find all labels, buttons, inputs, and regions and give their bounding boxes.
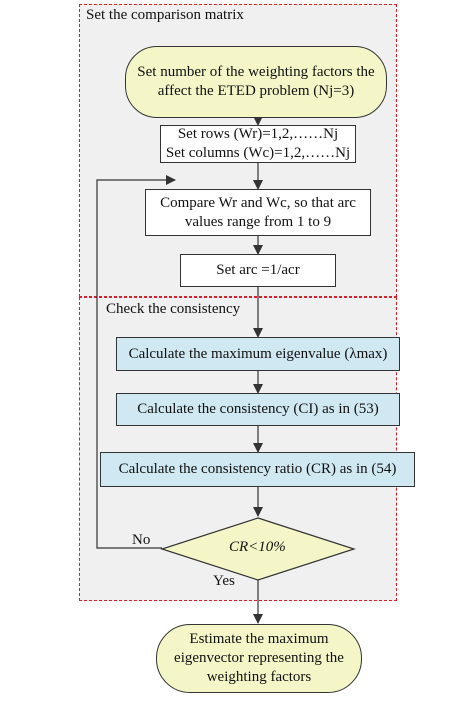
consistency-ratio-box: Calculate the consistency ratio (CR) as …: [100, 452, 415, 487]
start-line-1: Set number of the weighting factors the: [137, 64, 375, 80]
compare-line-2: values range from 1 to 9: [184, 213, 332, 230]
start-line-2: affect the ETED problem (Nj=3): [157, 83, 355, 99]
end-terminal: Estimate the maximum eigenvector represe…: [156, 624, 362, 693]
end-line-1: Estimate the maximum: [189, 631, 329, 647]
end-line-3: weighting factors: [206, 669, 312, 685]
compare-line-1: Compare Wr and Wc, so that arc: [160, 194, 356, 211]
comparison-matrix-section-title: Set the comparison matrix: [86, 7, 244, 23]
consistency-ratio-label: Calculate the consistency ratio (CR) as …: [118, 461, 397, 477]
loop-back-no-path: [96, 175, 176, 549]
consistency-section-title: Check the consistency: [106, 301, 241, 317]
start-terminal: Set number of the weighting factors the …: [125, 46, 387, 118]
set-columns-line: Set columns (Wc)=1,2,……Nj: [165, 145, 351, 161]
max-eigenvalue-box: Calculate the maximum eigenvalue (λmax): [116, 337, 400, 371]
decision-label: CR<10%: [229, 539, 286, 555]
no-edge-label: No: [132, 532, 151, 548]
set-arc-box: Set arc =1/acr: [180, 254, 336, 287]
yes-edge-label: Yes: [213, 573, 235, 589]
set-rows-columns-box: Set rows (Wr)=1,2,……Nj Set columns (Wc)=…: [160, 125, 356, 163]
decision-diamond-shape: [160, 517, 356, 581]
end-line-2: eigenvector representing the: [174, 650, 344, 666]
consistency-index-box: Calculate the consistency (CI) as in (53…: [116, 393, 400, 426]
compare-box: Compare Wr and Wc, so that arc values ra…: [145, 189, 371, 236]
max-eigenvalue-label: Calculate the maximum eigenvalue (λmax): [128, 345, 388, 362]
set-rows-line: Set rows (Wr)=1,2,……Nj: [177, 126, 339, 142]
consistency-index-label: Calculate the consistency (CI) as in (53…: [137, 401, 379, 417]
set-arc-label: Set arc =1/acr: [216, 262, 300, 278]
